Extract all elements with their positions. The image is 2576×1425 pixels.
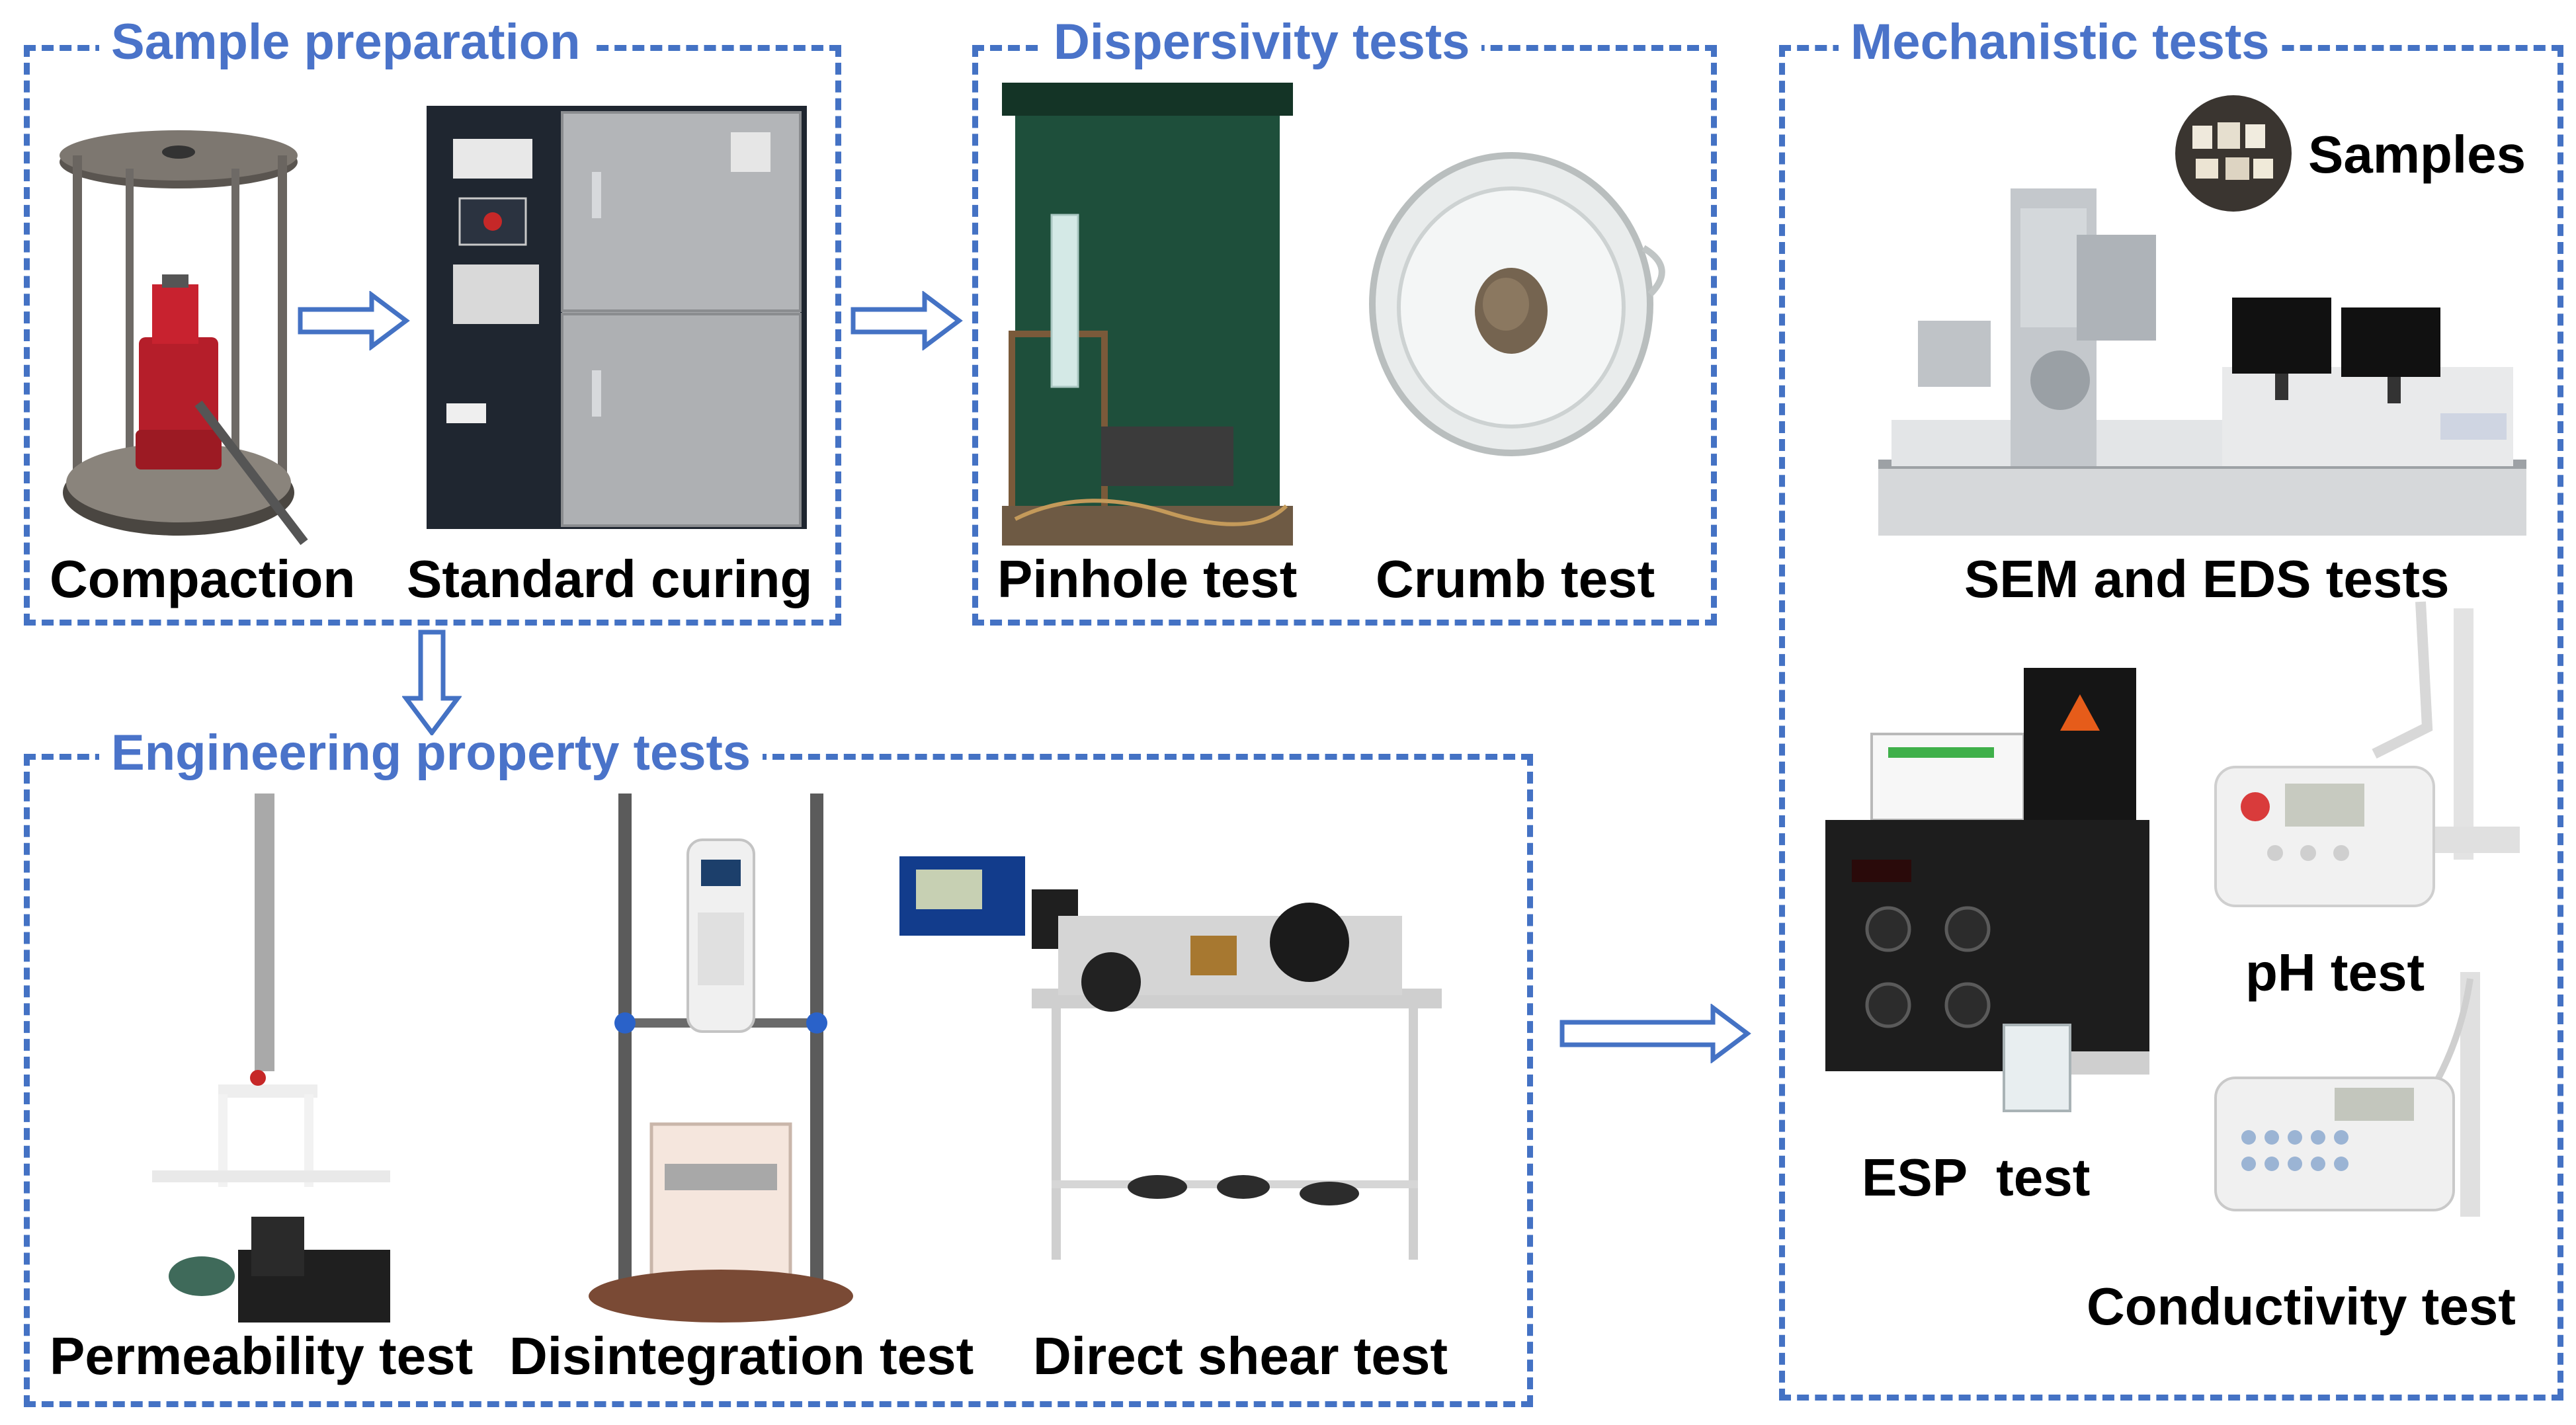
ph-meter-image: [2214, 601, 2520, 907]
compaction-label: Compaction: [50, 550, 356, 608]
crumb-test-label: Crumb test: [1376, 550, 1655, 608]
conductivity-meter-image: [2214, 972, 2480, 1217]
disintegration-apparatus-image: [589, 794, 853, 1323]
engineering-box: [24, 754, 1533, 1407]
samples-image: [2175, 95, 2292, 212]
sem-machine-image: [1878, 188, 2526, 536]
direct-shear-test-label: Direct shear test: [1033, 1326, 1448, 1385]
esp-photometer-image: [1825, 668, 2149, 1112]
arrow-right-icon: [298, 291, 410, 350]
sem-eds-label: SEM and EDS tests: [1964, 550, 2450, 608]
curing-cabinet-image: [427, 106, 807, 529]
pinhole-test-label: Pinhole test: [997, 550, 1298, 608]
conductivity-test-label: Conductivity test: [2087, 1277, 2516, 1336]
esp-test-label: ESP test: [1862, 1148, 2091, 1207]
ph-test-label: pH test: [2245, 943, 2425, 1002]
arrow-right-icon: [1559, 1004, 1751, 1063]
permeability-apparatus-image: [152, 794, 390, 1323]
standard-curing-label: Standard curing: [407, 550, 813, 608]
arrow-down-icon: [402, 630, 462, 735]
crumb-beaker-image: [1369, 152, 1665, 456]
disintegration-test-label: Disintegration test: [509, 1326, 974, 1385]
mechanistic-title: Mechanistic tests: [1839, 13, 2282, 71]
samples-label: Samples: [2308, 125, 2526, 184]
dispersivity-title: Dispersivity tests: [1042, 13, 1482, 71]
arrow-right-icon: [851, 291, 963, 350]
sample-preparation-title: Sample preparation: [99, 13, 593, 71]
permeability-test-label: Permeability test: [50, 1326, 474, 1385]
compaction-apparatus-image: [60, 130, 308, 546]
pinhole-apparatus-image: [1002, 83, 1293, 546]
direct-shear-apparatus-image: [899, 856, 1442, 1260]
